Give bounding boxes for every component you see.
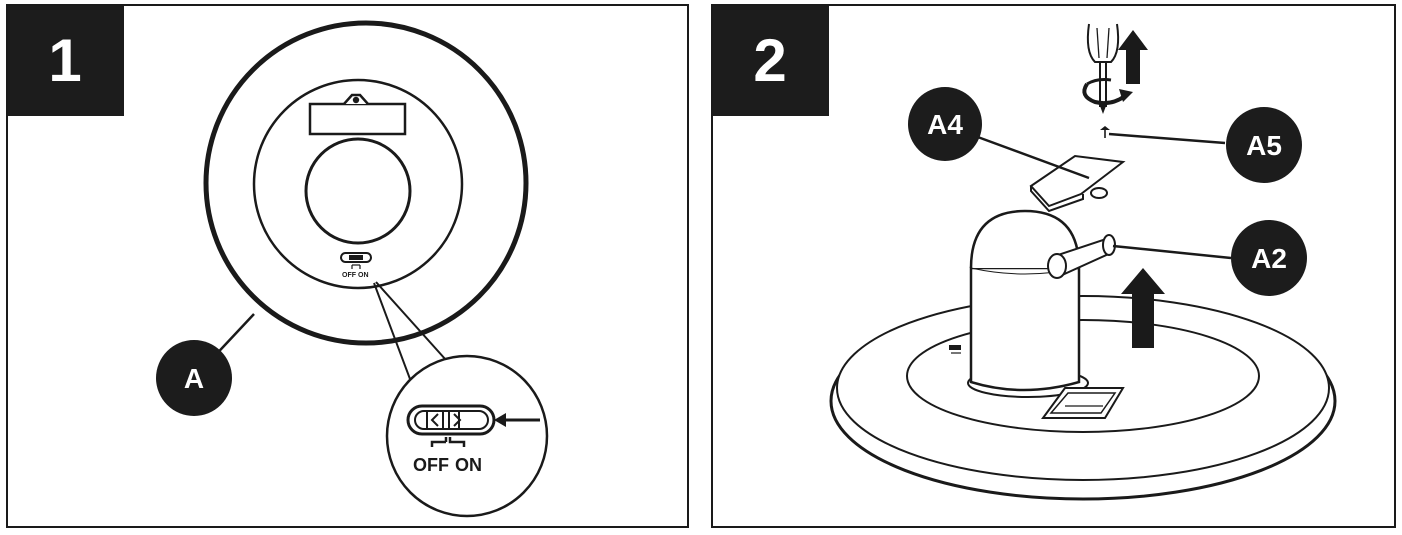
zoom-guide-left — [373, 282, 411, 380]
callout-a-circle — [156, 340, 232, 416]
screwdriver-icon — [1082, 23, 1133, 114]
step-1-number: 1 — [8, 6, 124, 116]
switch-zoom-view — [385, 354, 549, 518]
callout-a-label: A — [184, 363, 204, 394]
lift-arrow — [1121, 268, 1165, 348]
step-2-panel: 2 — [711, 4, 1396, 528]
power-switch-small — [340, 252, 372, 269]
switch-off-label-small: OFF — [342, 272, 357, 279]
battery-slot — [1041, 387, 1125, 419]
step-2-number: 2 — [713, 6, 829, 116]
callout-a5-label: A5 — [1246, 130, 1282, 161]
switch-on-label: ON — [455, 455, 482, 475]
callout-a2-leader — [1112, 244, 1232, 260]
callout-a4-label: A4 — [927, 109, 963, 140]
callout-a4-leader — [974, 134, 1090, 180]
callout-a5-circle — [1226, 107, 1302, 183]
battery-cover-circle — [304, 137, 412, 245]
hanging-tab — [308, 93, 407, 136]
callout-a2-circle — [1231, 220, 1307, 296]
remove-arrow — [1118, 30, 1148, 84]
cover-plate-a4 — [1029, 154, 1126, 213]
switch-mark — [949, 345, 961, 354]
step-1-illustration: OFF ON A OFF ON — [156, 20, 549, 518]
callout-a2-label: A2 — [1251, 243, 1287, 274]
switch-off-label: OFF — [413, 455, 449, 475]
callout-a4-circle — [908, 87, 982, 161]
step-2-illustration: A4 A5 A2 — [829, 23, 1337, 501]
zoom-guide-right — [375, 281, 447, 361]
switch-on-label-small: ON — [358, 272, 369, 279]
callout-a5-leader — [1108, 132, 1226, 145]
step-1-panel: 1 OFF ON A — [6, 4, 689, 528]
lamp-post-a2 — [969, 209, 1116, 392]
screw-a5 — [1100, 126, 1110, 138]
